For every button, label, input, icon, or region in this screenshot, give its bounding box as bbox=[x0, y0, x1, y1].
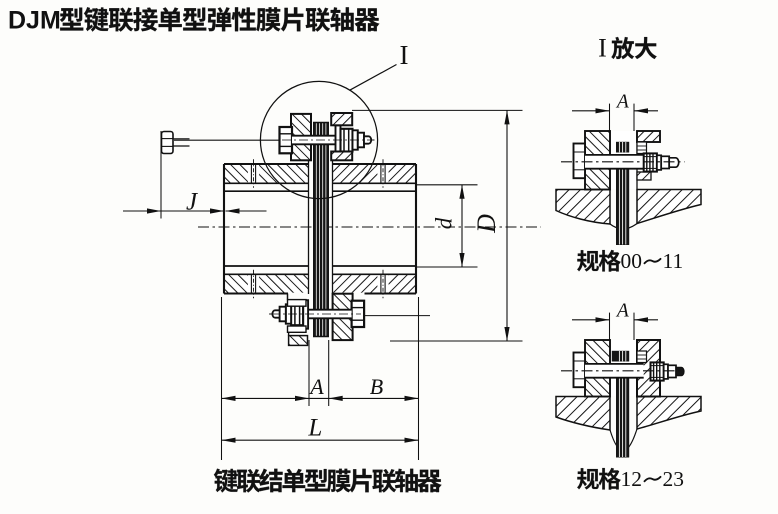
svg-text:D: D bbox=[472, 214, 501, 234]
svg-text:d: d bbox=[432, 217, 457, 229]
svg-text:I: I bbox=[400, 40, 409, 70]
svg-text:11: 11 bbox=[663, 249, 684, 273]
svg-text:L: L bbox=[307, 415, 322, 442]
svg-text:12: 12 bbox=[621, 467, 643, 491]
svg-text:DJM: DJM bbox=[8, 7, 61, 35]
svg-text:A: A bbox=[615, 301, 629, 322]
svg-text:A: A bbox=[615, 92, 629, 113]
svg-text:00: 00 bbox=[621, 249, 643, 273]
svg-text:B: B bbox=[370, 374, 383, 399]
svg-text:23: 23 bbox=[663, 467, 685, 491]
svg-text:I: I bbox=[598, 34, 607, 63]
svg-text:A: A bbox=[308, 374, 324, 399]
svg-text:J: J bbox=[186, 189, 199, 216]
